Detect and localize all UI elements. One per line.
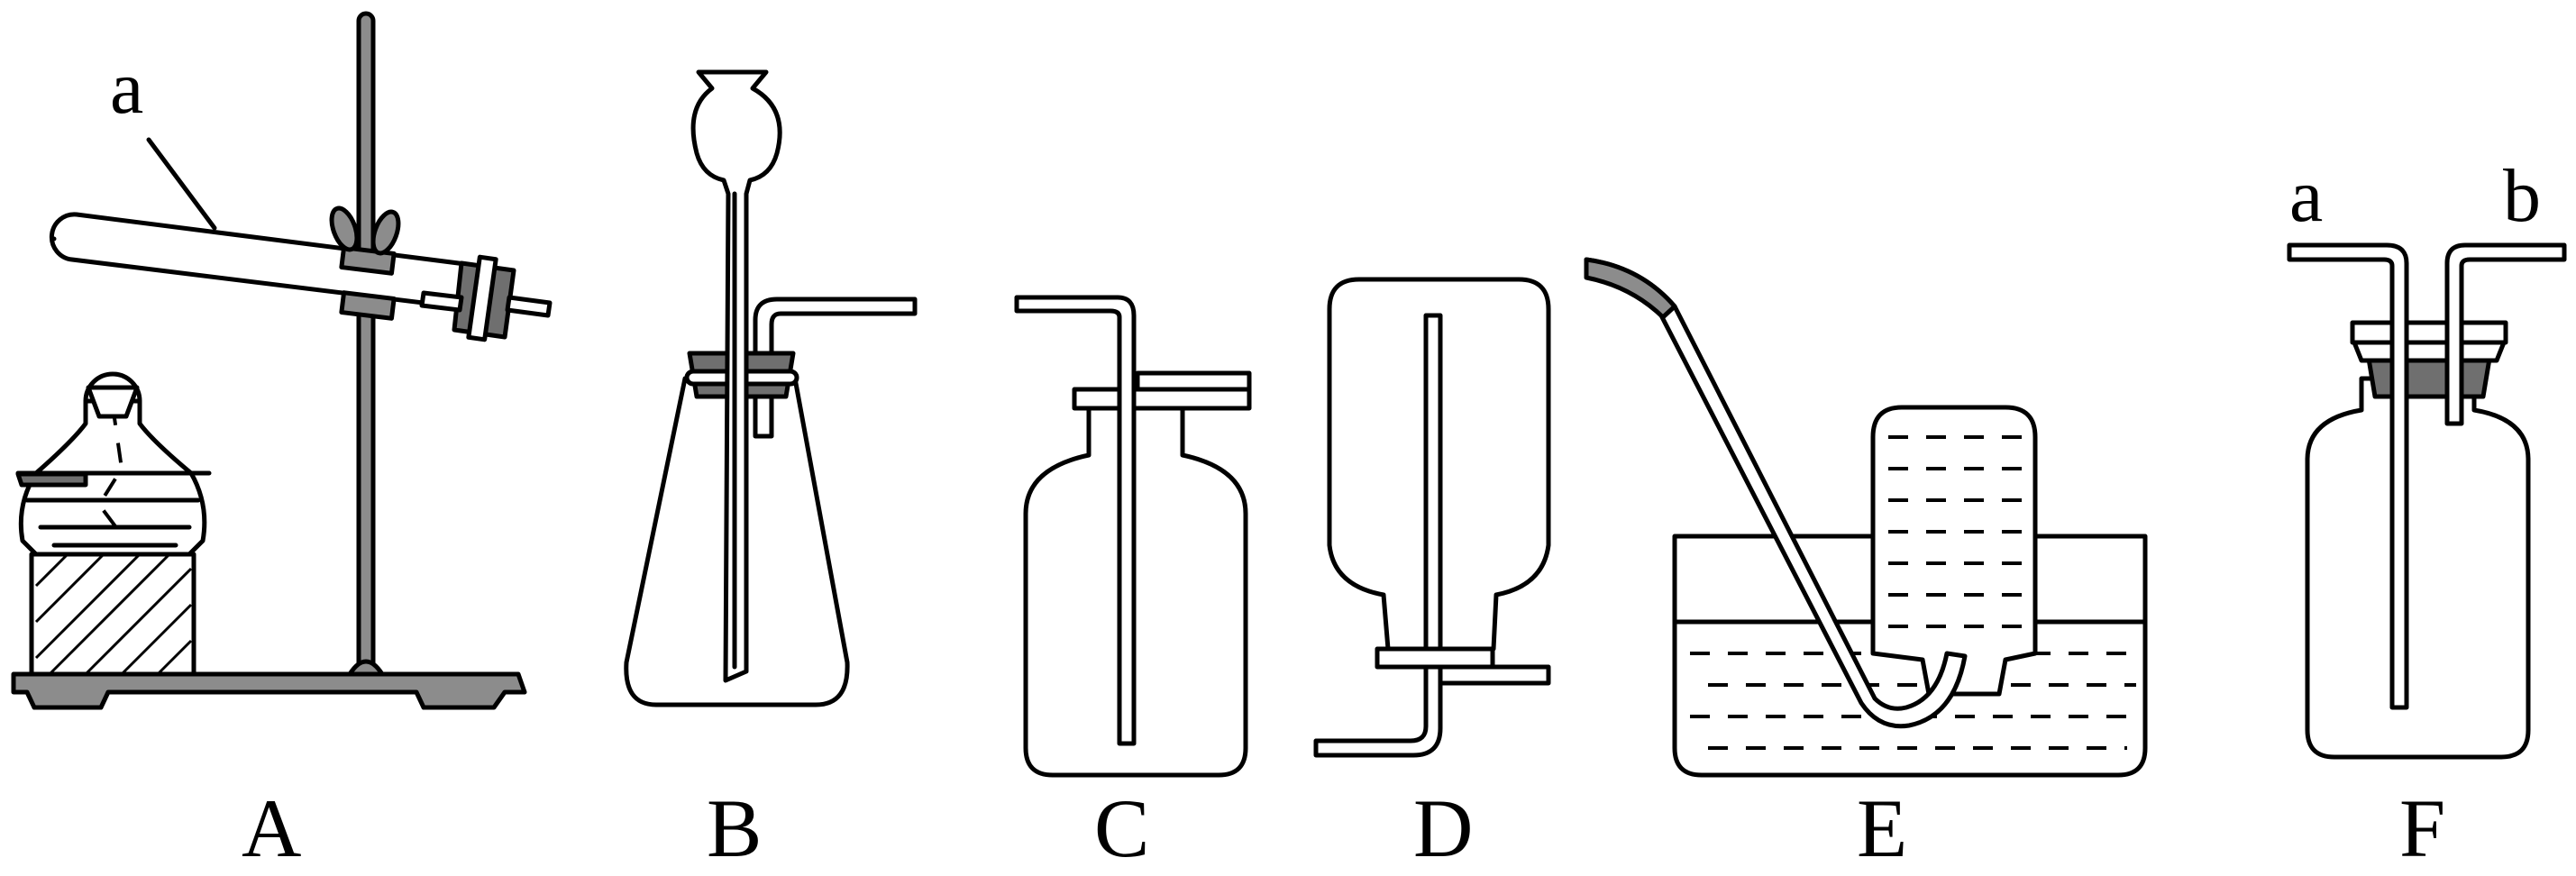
inverted-gas-jar — [1870, 405, 2038, 697]
apparatus-a: a A — [11, 11, 553, 874]
apparatus-f: a b F — [2287, 154, 2567, 874]
clamp-bottom — [339, 290, 397, 321]
caption-a: A — [242, 782, 301, 871]
tube-a-f — [2287, 242, 2409, 710]
apparatus-e: E — [1584, 257, 2148, 874]
label-a: a — [110, 46, 143, 130]
apparatus-c: C — [1014, 295, 1252, 874]
outlet-tube-d — [1313, 664, 1443, 758]
stand-base — [11, 671, 527, 710]
apparatus-d: D — [1313, 277, 1551, 874]
internal-tube-d — [1423, 313, 1443, 652]
caption-b: B — [707, 782, 762, 871]
long-tube-c — [1014, 295, 1137, 746]
tube-b-f — [2444, 242, 2567, 426]
caption-e: E — [1857, 782, 1907, 871]
alcohol-lamp — [15, 371, 212, 677]
caption-f: F — [2399, 782, 2445, 871]
gas-bottle-f — [2305, 376, 2531, 760]
apparatus-b: B — [624, 69, 918, 874]
caption-c: C — [1094, 782, 1149, 871]
delivery-tube-b — [753, 297, 918, 356]
test-tube — [49, 212, 489, 313]
label-f-a: a — [2289, 154, 2323, 238]
caption-d: D — [1413, 782, 1473, 871]
stand-rod — [356, 11, 376, 677]
label-f-b: b — [2503, 154, 2541, 238]
label-a-pointer — [146, 137, 217, 231]
